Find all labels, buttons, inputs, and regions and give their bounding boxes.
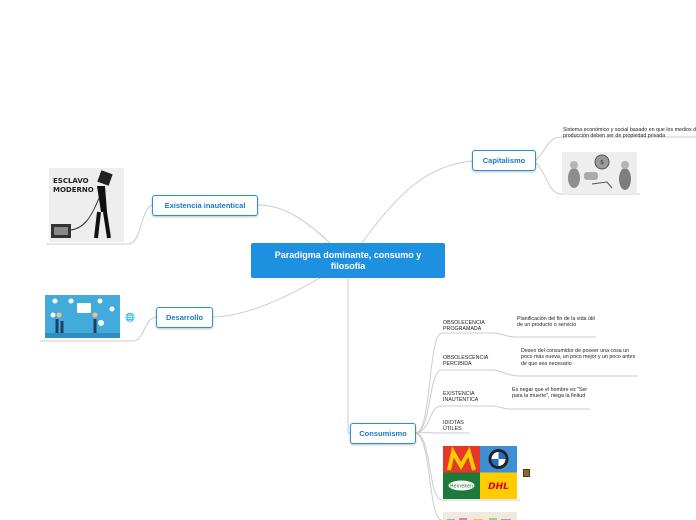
topic-existencia-label: Existencia inautentical bbox=[164, 201, 246, 210]
svg-text:$: $ bbox=[600, 159, 604, 166]
topic-desarrollo-label: Desarrollo bbox=[165, 313, 204, 322]
esclavo-text: ESCLAVO bbox=[53, 177, 89, 185]
consumismo-detail-0: Planificación del fin de la vida útil de… bbox=[517, 316, 595, 329]
desarrollo-illustration-image bbox=[45, 295, 120, 338]
consumismo-label-0: OBSOLECENCIA PROGRAMADA bbox=[443, 320, 485, 333]
dhl-logo-text: DHL bbox=[488, 482, 509, 492]
capitalismo-definition: Sistema económico y social basado en que… bbox=[563, 127, 696, 140]
consumismo-label-3: IDIOTAS ÚTILES bbox=[443, 420, 464, 433]
capitalismo-cartoon-image: $ bbox=[562, 152, 637, 194]
globe-icon: 🌐 bbox=[125, 313, 135, 322]
brand-logos-collage: Heineken DHL bbox=[443, 446, 517, 499]
consumismo-detail-1: Deseo del consumidor de poseer una cosa … bbox=[521, 348, 636, 367]
topic-capitalismo-label: Capitalismo bbox=[482, 156, 526, 165]
attachment-icon bbox=[523, 469, 530, 477]
central-topic[interactable]: Paradigma dominante, consumo y filosofía bbox=[251, 243, 445, 278]
central-title: Paradigma dominante, consumo y filosofía bbox=[274, 249, 422, 271]
heineken-logo-text: Heineken bbox=[450, 484, 473, 490]
topic-capitalismo[interactable]: Capitalismo bbox=[472, 150, 536, 171]
partial-bottom-image bbox=[443, 512, 517, 520]
esclavo-moderno-image: ESCLAVO MODERNO bbox=[49, 168, 124, 242]
topic-desarrollo[interactable]: Desarrollo bbox=[156, 307, 213, 328]
moderno-text: MODERNO bbox=[53, 186, 94, 194]
topic-existencia-inautentical[interactable]: Existencia inautentical bbox=[152, 195, 258, 216]
consumismo-detail-2: Es negar que el hombre es "Ser para la m… bbox=[512, 387, 588, 400]
consumismo-label-2: EXISTENCIA INAUTENTICA bbox=[443, 391, 479, 404]
topic-consumismo[interactable]: Consumismo bbox=[350, 423, 416, 444]
consumismo-label-1: OBSOLESCENCIA PERCIBIDA bbox=[443, 355, 489, 368]
topic-consumismo-label: Consumismo bbox=[359, 429, 407, 438]
